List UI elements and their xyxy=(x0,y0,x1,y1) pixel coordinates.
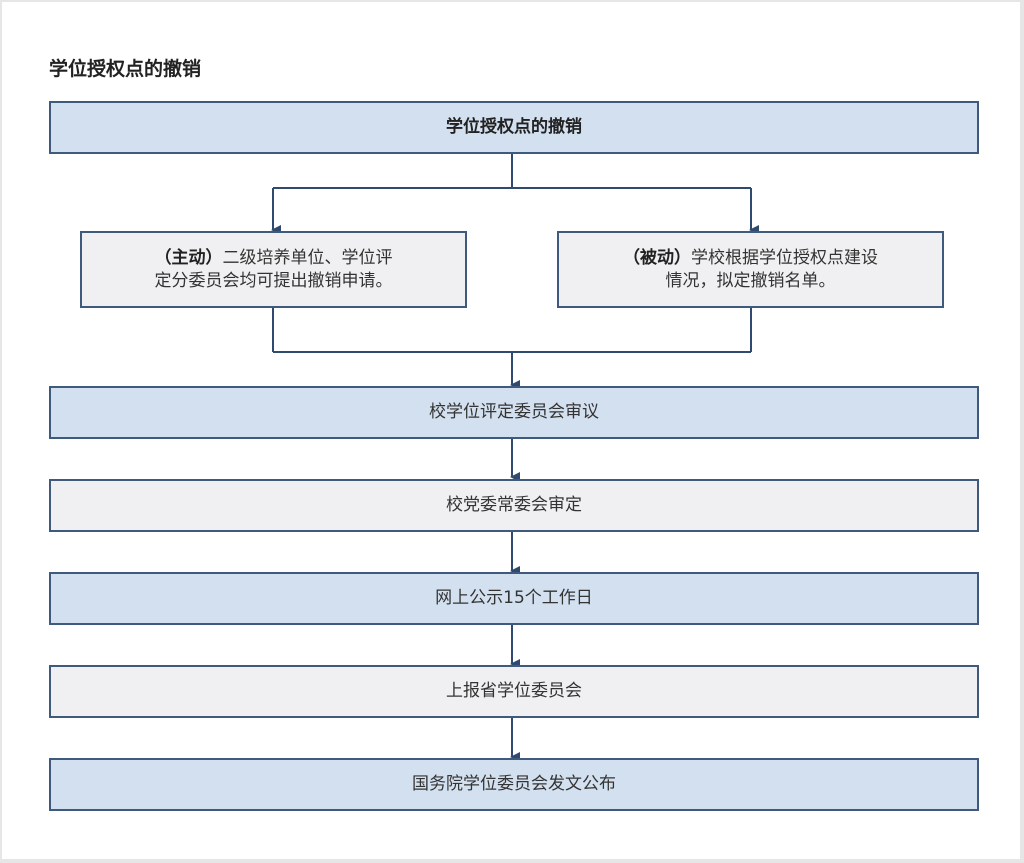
flow-top-label: 学位授权点的撤销 xyxy=(446,117,582,137)
flow-step-review: 校学位评定委员会审议 xyxy=(49,386,979,439)
left-branch-tag: （主动） xyxy=(154,247,223,268)
flow-step-3-label: 网上公示15个工作日 xyxy=(435,588,593,608)
right-branch-line1: 学校根据学位授权点建设 xyxy=(691,247,878,268)
flow-step-2-label: 校党委常委会审定 xyxy=(446,495,582,515)
flow-step-5-label: 国务院学位委员会发文公布 xyxy=(412,774,616,794)
left-branch-line2: 定分委员会均可提出撤销申请。 xyxy=(154,270,393,291)
left-branch-text: （主动）二级培养单位、学位评 定分委员会均可提出撤销申请。 xyxy=(155,247,393,293)
flow-top-box: 学位授权点的撤销 xyxy=(49,101,979,154)
flow-left-branch-box: （主动）二级培养单位、学位评 定分委员会均可提出撤销申请。 xyxy=(80,231,467,308)
page-title: 学位授权点的撤销 xyxy=(49,58,202,80)
right-branch-tag: （被动） xyxy=(623,247,691,268)
left-branch-line1: 二级培养单位、学位评 xyxy=(222,247,393,268)
flow-step-4-label: 上报省学位委员会 xyxy=(446,681,582,701)
flow-right-branch-box: （被动）学校根据学位授权点建设 情况，拟定撤销名单。 xyxy=(557,231,944,308)
flow-step-1-label: 校学位评定委员会审议 xyxy=(429,402,599,422)
flow-step-party-approval: 校党委常委会审定 xyxy=(49,479,979,532)
right-branch-text: （被动）学校根据学位授权点建设 情况，拟定撤销名单。 xyxy=(623,247,878,293)
flow-step-state-publication: 国务院学位委员会发文公布 xyxy=(49,758,979,811)
right-branch-line2: 情况，拟定撤销名单。 xyxy=(665,270,836,291)
flow-step-public-notice: 网上公示15个工作日 xyxy=(49,572,979,625)
flow-step-report-province: 上报省学位委员会 xyxy=(49,665,979,718)
